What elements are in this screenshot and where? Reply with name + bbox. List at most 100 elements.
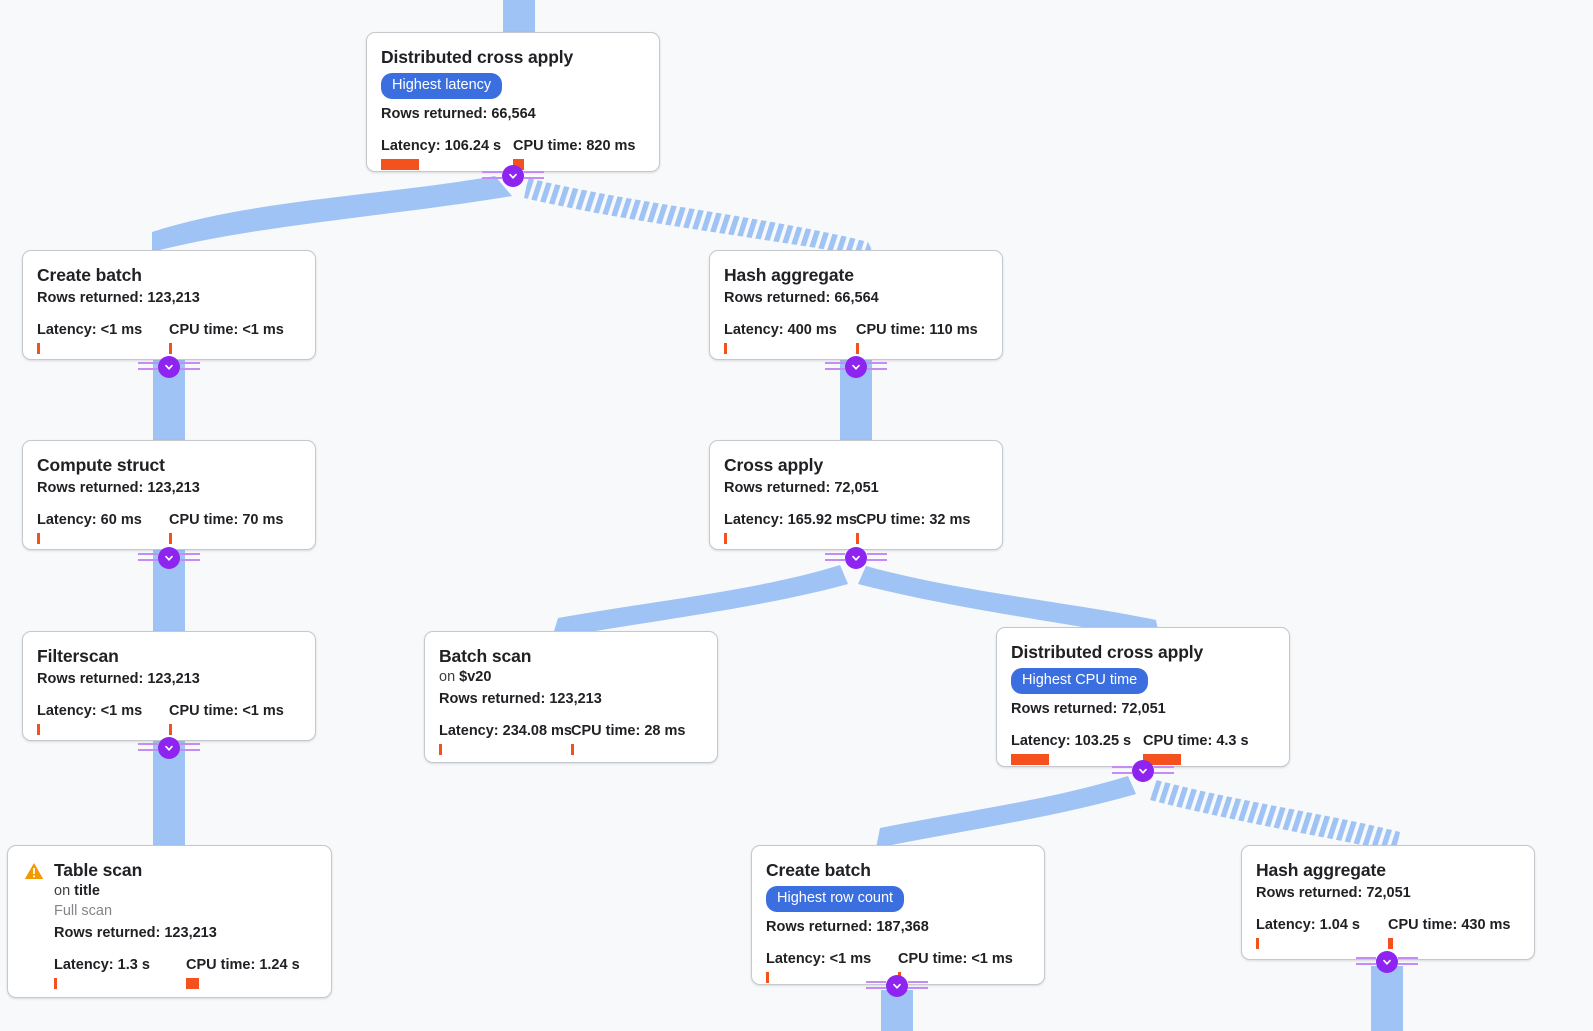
plan-node-create-batch-lower[interactable]: Create batch Highest row count Rows retu… xyxy=(751,845,1045,985)
expander-toggle-create-batch-lower[interactable] xyxy=(866,975,928,997)
on-prefix: on xyxy=(439,669,460,685)
latency-bar xyxy=(54,978,57,989)
rows-returned: Rows returned: 123,213 xyxy=(37,671,200,687)
expander-lines xyxy=(1356,957,1418,967)
node-title: Compute struct xyxy=(37,455,165,475)
metrics-row: Latency: 60 ms CPU time: 70 ms xyxy=(37,512,301,544)
cpu-metric: CPU time: <1 ms xyxy=(169,703,284,735)
latency-label: Latency: 400 ms xyxy=(724,322,837,338)
latency-bar xyxy=(1256,938,1259,949)
plan-node-cross-apply[interactable]: Cross apply Rows returned: 72,051 Latenc… xyxy=(709,440,1003,550)
plan-node-filterscan[interactable]: Filterscan Rows returned: 123,213 Latenc… xyxy=(22,631,316,741)
cpu-metric: CPU time: 4.3 s xyxy=(1143,733,1249,765)
expander-lines xyxy=(138,362,200,372)
latency-label: Latency: 1.3 s xyxy=(54,957,150,973)
cpu-metric: CPU time: 70 ms xyxy=(169,512,283,544)
node-title: Distributed cross apply xyxy=(1011,642,1204,662)
rows-returned: Rows returned: 123,213 xyxy=(439,691,602,707)
cpu-bar xyxy=(1388,938,1393,949)
rows-returned: Rows returned: 123,213 xyxy=(37,290,200,306)
metrics-row: Latency: 1.3 s CPU time: 1.24 s xyxy=(54,957,317,989)
cpu-label: CPU time: 32 ms xyxy=(856,512,971,528)
cpu-metric: CPU time: 430 ms xyxy=(1388,917,1511,949)
latency-bar xyxy=(37,533,40,544)
chevron-down-icon[interactable] xyxy=(1132,760,1154,782)
expander-lines xyxy=(1112,766,1174,776)
cpu-metric: CPU time: 1.24 s xyxy=(186,957,300,989)
cpu-metric: CPU time: 28 ms xyxy=(571,723,685,755)
cpu-bar xyxy=(169,343,172,354)
latency-metric: Latency: 103.25 s xyxy=(1011,733,1143,765)
cpu-label: CPU time: <1 ms xyxy=(169,322,284,338)
metrics-row: Latency: 106.24 s CPU time: 820 ms xyxy=(381,138,645,170)
node-title: Table scan xyxy=(54,860,143,880)
chevron-down-icon[interactable] xyxy=(1376,951,1398,973)
metrics-row: Latency: <1 ms CPU time: <1 ms xyxy=(37,703,301,735)
plan-node-distributed-cross-apply-root[interactable]: Distributed cross apply Highest latency … xyxy=(366,32,660,172)
expander-toggle-distributed-cross-apply-lower[interactable] xyxy=(1112,760,1174,782)
expander-lines xyxy=(138,553,200,563)
expander-toggle-distributed-cross-apply-root[interactable] xyxy=(482,165,544,187)
cpu-label: CPU time: 28 ms xyxy=(571,723,686,739)
cpu-label: CPU time: 110 ms xyxy=(856,322,978,338)
scan-target: title xyxy=(74,883,100,899)
latency-bar xyxy=(37,724,40,735)
rows-returned: Rows returned: 123,213 xyxy=(54,925,217,941)
expander-toggle-hash-aggregate-upper[interactable] xyxy=(825,356,887,378)
metrics-row: Latency: 1.04 s CPU time: 430 ms xyxy=(1256,917,1520,949)
chevron-down-icon[interactable] xyxy=(886,975,908,997)
plan-node-table-scan[interactable]: Table scan on title Full scan Rows retur… xyxy=(7,845,332,998)
plan-node-compute-struct[interactable]: Compute struct Rows returned: 123,213 La… xyxy=(22,440,316,550)
latency-label: Latency: 60 ms xyxy=(37,512,142,528)
node-title: Cross apply xyxy=(724,455,824,475)
plan-node-hash-aggregate-upper[interactable]: Hash aggregate Rows returned: 66,564 Lat… xyxy=(709,250,1003,360)
chevron-down-icon[interactable] xyxy=(158,547,180,569)
cpu-bar xyxy=(169,724,172,735)
cpu-bar xyxy=(513,158,524,170)
node-subtitle: on $v20 xyxy=(439,668,703,687)
plan-node-create-batch-left[interactable]: Create batch Rows returned: 123,213 Late… xyxy=(22,250,316,360)
status-badge: Highest CPU time xyxy=(1011,668,1149,694)
expander-toggle-filterscan[interactable] xyxy=(138,737,200,759)
expander-lines xyxy=(825,553,887,563)
metrics-row: Latency: 234.08 ms CPU time: 28 ms xyxy=(439,723,703,755)
cpu-label: CPU time: 430 ms xyxy=(1388,917,1511,933)
node-title: Create batch xyxy=(766,860,871,880)
expander-toggle-hash-aggregate-lower[interactable] xyxy=(1356,951,1418,973)
edge-n1-n3 xyxy=(524,178,876,258)
latency-label: Latency: <1 ms xyxy=(37,703,143,719)
latency-label: Latency: 106.24 s xyxy=(381,137,502,154)
cpu-metric: CPU time: 820 ms xyxy=(513,138,636,170)
cpu-label: CPU time: <1 ms xyxy=(898,950,1013,967)
latency-metric: Latency: 60 ms xyxy=(37,512,169,544)
latency-bar xyxy=(1011,753,1049,765)
plan-node-distributed-cross-apply-lower[interactable]: Distributed cross apply Highest CPU time… xyxy=(996,627,1290,767)
node-title: Filterscan xyxy=(37,646,119,666)
expander-toggle-compute-struct[interactable] xyxy=(138,547,200,569)
latency-bar xyxy=(766,971,769,983)
latency-label: Latency: 234.08 ms xyxy=(439,723,572,739)
chevron-down-icon[interactable] xyxy=(502,165,524,187)
rows-returned: Rows returned: 187,368 xyxy=(766,918,929,935)
node-title: Hash aggregate xyxy=(1256,860,1386,880)
chevron-down-icon[interactable] xyxy=(845,547,867,569)
latency-metric: Latency: 1.3 s xyxy=(54,957,186,989)
cpu-label: CPU time: 70 ms xyxy=(169,512,284,528)
cpu-bar xyxy=(169,533,172,544)
latency-bar xyxy=(37,343,40,354)
chevron-down-icon[interactable] xyxy=(158,356,180,378)
chevron-down-icon[interactable] xyxy=(845,356,867,378)
cpu-label: CPU time: 4.3 s xyxy=(1143,732,1249,749)
latency-metric: Latency: <1 ms xyxy=(37,322,169,354)
latency-bar xyxy=(381,158,419,170)
expander-toggle-cross-apply[interactable] xyxy=(825,547,887,569)
plan-node-hash-aggregate-lower[interactable]: Hash aggregate Rows returned: 72,051 Lat… xyxy=(1241,845,1535,960)
scan-target: $v20 xyxy=(459,669,492,685)
plan-node-batch-scan[interactable]: Batch scan on $v20 Rows returned: 123,21… xyxy=(424,631,718,763)
latency-metric: Latency: 106.24 s xyxy=(381,138,513,170)
cpu-bar xyxy=(186,978,199,989)
expander-toggle-create-batch-left[interactable] xyxy=(138,356,200,378)
cpu-label: CPU time: <1 ms xyxy=(169,703,284,719)
chevron-down-icon[interactable] xyxy=(158,737,180,759)
